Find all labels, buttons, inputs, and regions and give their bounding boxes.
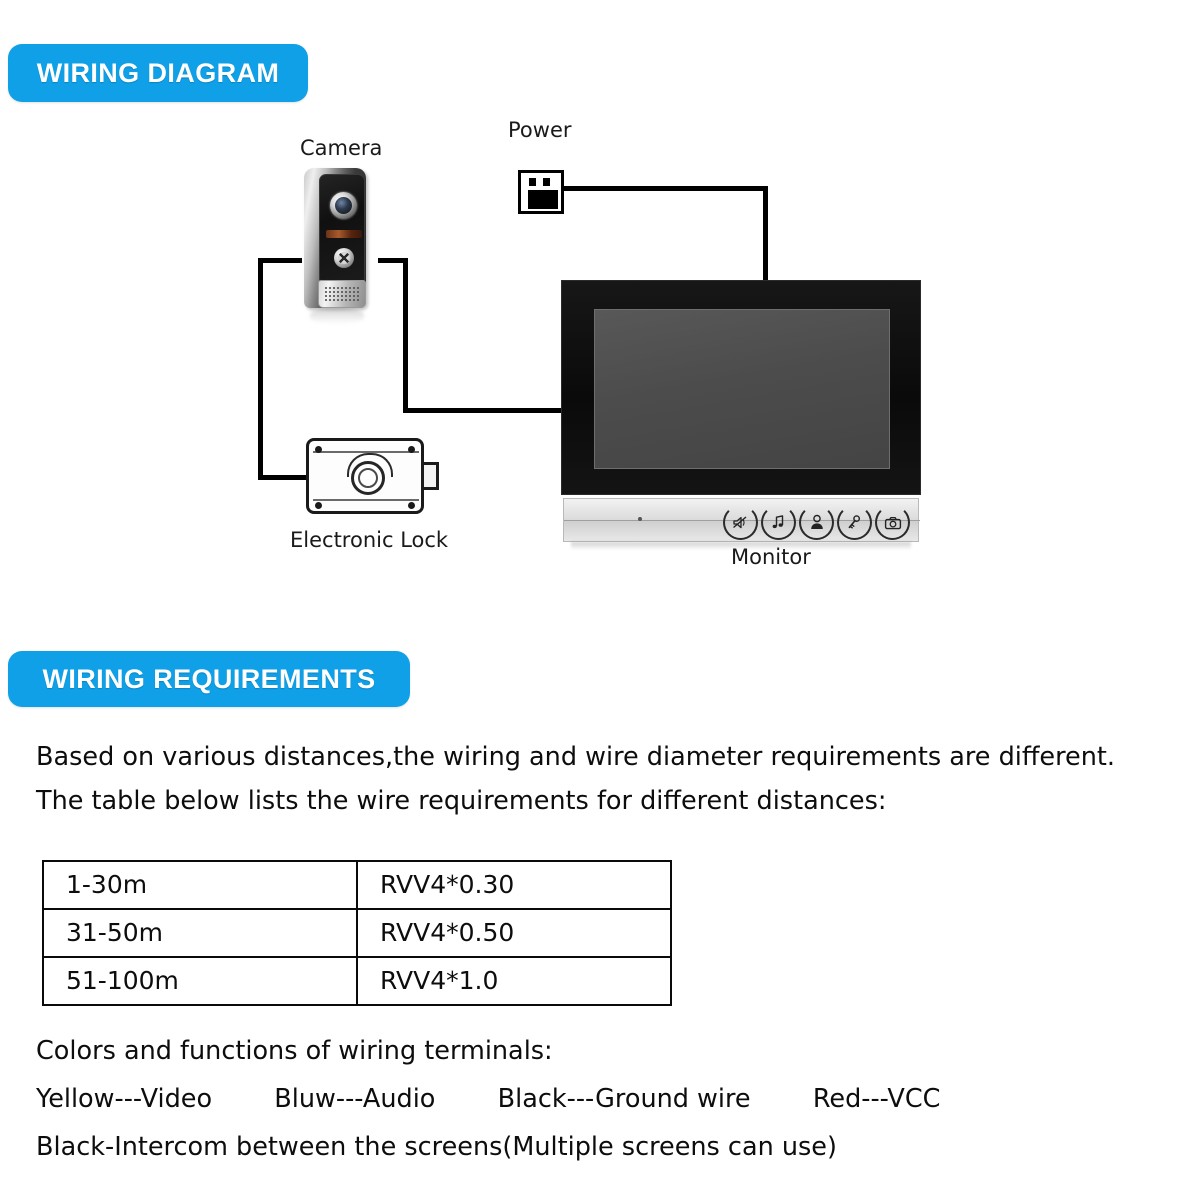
monitor-button-row: [723, 505, 910, 540]
table-cell-wire: RVV4*1.0: [356, 956, 672, 1006]
lock-seam-top: [313, 451, 419, 453]
terminal-blue: Bluw---Audio: [274, 1084, 436, 1114]
intercom-note: Black-Intercom between the screens(Multi…: [36, 1132, 837, 1162]
person-icon[interactable]: [799, 505, 834, 540]
camera-shadow: [310, 308, 364, 324]
wire-power-horizontal: [562, 186, 768, 191]
speaker-grille-icon: [324, 286, 360, 302]
label-electronic-lock: Electronic Lock: [290, 528, 449, 552]
table-cell-distance: 51-100m: [42, 956, 358, 1006]
monitor-device: [561, 280, 921, 550]
call-button-icon: [338, 252, 350, 264]
lock-bolt: [424, 462, 439, 490]
power-prong-right: [543, 178, 550, 186]
label-power: Power: [508, 118, 572, 142]
section-badge-wiring-diagram: WIRING DIAGRAM: [8, 44, 308, 102]
terminal-red: Red---VCC: [812, 1084, 941, 1114]
wire-camera-to-lock-vertical: [258, 258, 263, 480]
lock-screw: [408, 502, 415, 509]
monitor-shadow: [571, 542, 911, 550]
power-adapter-body: [528, 190, 558, 209]
wiring-diagram-illustration: Camera Power Electronic Lock Monitor: [0, 118, 1000, 580]
lock-body: [306, 438, 424, 514]
power-prong-left: [529, 178, 536, 186]
lock-screw: [315, 502, 322, 509]
table-row: 51-100m RVV4*1.0: [42, 956, 672, 1006]
table-row: 1-30m RVV4*0.30: [42, 860, 672, 910]
table-cell-distance: 31-50m: [42, 908, 358, 958]
label-camera: Camera: [300, 136, 383, 160]
camera-call-button[interactable]: [334, 248, 354, 268]
electronic-lock-device: [306, 438, 442, 518]
unlock-key-icon[interactable]: [837, 505, 872, 540]
label-monitor: Monitor: [731, 545, 811, 569]
terminal-yellow: Yellow---Video: [36, 1084, 213, 1114]
monitor-bezel: [561, 280, 921, 495]
lock-screw: [315, 446, 322, 453]
wire-requirements-table: 1-30m RVV4*0.30 31-50m RVV4*0.50 51-100m…: [42, 860, 672, 1006]
camera-lens-ring: [330, 192, 357, 219]
terminals-color-list: Yellow---Video Bluw---Audio Black---Grou…: [36, 1084, 940, 1114]
table-cell-distance: 1-30m: [42, 860, 358, 910]
microphone-icon: [638, 517, 642, 521]
lock-screw: [408, 446, 415, 453]
table-cell-wire: RVV4*0.30: [356, 860, 672, 910]
table-cell-wire: RVV4*0.50: [356, 908, 672, 958]
terminals-title: Colors and functions of wiring terminals…: [36, 1036, 553, 1066]
wire-camera-to-monitor-bottom: [403, 408, 566, 413]
requirements-intro-line-1: Based on various distances,the wiring an…: [36, 742, 1115, 772]
lock-cylinder-icon: [351, 461, 385, 495]
wire-camera-to-lock-bottom: [258, 475, 310, 480]
terminal-black: Black---Ground wire: [497, 1084, 751, 1114]
lock-seam-bottom: [313, 499, 419, 501]
camera-ir-strip: [326, 230, 362, 238]
wire-power-vertical: [763, 186, 768, 284]
wire-camera-to-monitor-vertical: [403, 258, 408, 412]
table-row: 31-50m RVV4*0.50: [42, 908, 672, 958]
wire-camera-to-monitor-top: [378, 258, 408, 263]
requirements-intro-line-2: The table below lists the wire requireme…: [36, 786, 887, 816]
camera-snapshot-icon[interactable]: [875, 505, 910, 540]
monitor-control-panel: [563, 498, 920, 542]
music-note-icon[interactable]: [761, 505, 796, 540]
camera-lens-icon: [335, 197, 352, 214]
section-badge-wiring-requirements: WIRING REQUIREMENTS: [8, 651, 410, 707]
monitor-screen: [594, 309, 890, 469]
camera-device: [296, 168, 380, 324]
camera-speaker: [318, 280, 366, 308]
wire-camera-to-lock-top: [258, 258, 302, 263]
power-adapter: [518, 170, 564, 214]
camera-body: [304, 168, 366, 308]
mute-icon[interactable]: [723, 505, 758, 540]
